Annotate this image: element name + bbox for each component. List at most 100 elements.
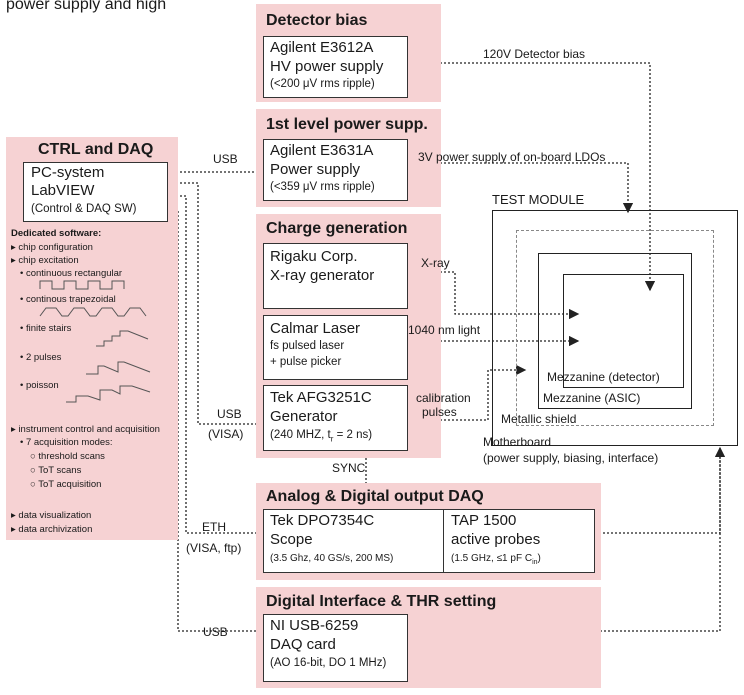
software-title: Dedicated software: xyxy=(11,228,102,239)
scope-spec-label: (3.5 Ghz, 40 GS/s, 200 MS) xyxy=(270,553,394,564)
trap-label: continous trapezoidal xyxy=(25,294,116,305)
rigaku-box xyxy=(263,243,408,309)
rect-label: continuous rectangular xyxy=(25,268,123,279)
power-supply-label: Power supply xyxy=(270,161,361,178)
xray-link-label: X-ray xyxy=(421,256,450,270)
labview-label: LabVIEW xyxy=(31,182,95,199)
software-item-archivization: ▸ data archivization xyxy=(11,524,93,535)
usb-label-2: USB xyxy=(217,407,242,421)
afg-spec-post: = 2 ns) xyxy=(333,429,373,441)
hv-supply-label: HV power supply xyxy=(270,58,384,75)
tot-scans-label: ToT scans xyxy=(38,465,82,476)
tek-afg-box xyxy=(263,385,408,451)
light-link-label: 1040 nm light xyxy=(408,323,481,337)
metallic-shield-rect xyxy=(516,230,714,426)
generator-label: Generator xyxy=(270,408,338,425)
modes-label: 7 acquisition modes: xyxy=(25,437,113,448)
calib-label-1: calibration xyxy=(416,391,471,405)
calib-label-2: pulses xyxy=(422,405,457,419)
ni-usb-box xyxy=(263,614,408,682)
metallic-shield-label: Metallic shield xyxy=(501,412,577,426)
tot-acq-label: ToT acquisition xyxy=(38,479,102,490)
usb-label-3: USB xyxy=(203,625,228,639)
test-module-title: TEST MODULE xyxy=(492,192,585,207)
software-item-poisson: • poisson xyxy=(20,380,59,391)
calmar-label: Calmar Laser xyxy=(270,320,361,337)
calmar-box xyxy=(263,315,408,380)
software-item-instrument: ▸ instrument control and acquisition xyxy=(11,424,160,435)
first-level-title: 1st level power supp. xyxy=(266,116,428,133)
ps-ripple-label: (<359 μV rms ripple) xyxy=(270,181,375,193)
daq-scope-box xyxy=(263,509,595,573)
control-daq-sw-label: (Control & DAQ SW) xyxy=(31,203,137,215)
mezzanine-asic-label: Mezzanine (ASIC) xyxy=(543,391,641,405)
motherboard-label: Motherboard xyxy=(483,435,552,449)
pulses-wave-icon xyxy=(86,361,151,375)
pc-system-label: PC-system xyxy=(31,164,105,181)
digital-interface-title: Digital Interface & THR setting xyxy=(266,593,497,610)
xray-generator-label: X-ray generator xyxy=(270,267,375,284)
agilent-e3631a-label: Agilent E3631A xyxy=(270,142,374,159)
scope-label: Scope xyxy=(270,531,313,548)
daq-card-spec-label: (AO 16-bit, DO 1 MHz) xyxy=(270,657,387,669)
agilent-e3612a-label: Agilent E3612A xyxy=(270,39,374,56)
afg-spec-pre: (240 MHZ, t xyxy=(270,429,331,441)
threshold-label: threshold scans xyxy=(38,451,105,462)
poisson-label: poisson xyxy=(25,380,59,391)
trap-wave-icon xyxy=(39,307,147,317)
eth-label: ETH xyxy=(202,520,226,534)
afg-spec-label: (240 MHZ, tr = 2 ns) xyxy=(270,429,372,443)
mezzanine-detector-label: Mezzanine (detector) xyxy=(547,370,660,384)
software-item-chip-excitation: ▸ chip excitation xyxy=(11,255,79,266)
header-text: power supply and high xyxy=(6,0,167,13)
visualization-label: data visualization xyxy=(18,510,92,521)
probes-spec-label: (1.5 GHz, ≤1 pF Cin) xyxy=(451,553,541,567)
scope-model-label: Tek DPO7354C xyxy=(270,512,375,529)
mezzanine-asic-rect xyxy=(538,253,692,409)
visa-label: (VISA) xyxy=(208,427,244,441)
analog-digital-title: Analog & Digital output DAQ xyxy=(266,488,484,505)
software-item-chip-config: ▸ chip configuration xyxy=(11,242,93,253)
software-item-trap: • continous trapezoidal xyxy=(20,294,116,305)
stairs-label: finite stairs xyxy=(25,323,72,334)
motherboard-desc-label: (power supply, biasing, interface) xyxy=(483,451,659,465)
rigaku-label: Rigaku Corp. xyxy=(270,248,358,265)
tek-afg-label: Tek AFG3251C xyxy=(270,389,372,406)
software-item-tot-acq: ○ ToT acquisition xyxy=(30,479,102,490)
software-item-pulses: • 2 pulses xyxy=(20,352,62,363)
probes-spec-sub: in xyxy=(532,559,538,566)
instrument-label: instrument control and acquisition xyxy=(18,424,160,435)
afg-spec-sub: r xyxy=(330,434,334,444)
chip-config-label: chip configuration xyxy=(18,242,93,253)
probes-spec-pre: (1.5 GHz, ≤1 pF C xyxy=(451,553,533,564)
tap-model-label: TAP 1500 xyxy=(451,512,517,529)
detector-bias-title: Detector bias xyxy=(266,12,368,29)
mezzanine-detector-rect xyxy=(563,274,684,388)
poisson-wave-icon xyxy=(66,385,151,403)
bias-link-label: 120V Detector bias xyxy=(483,47,586,61)
fs-laser-label: fs pulsed laser xyxy=(270,340,345,352)
archivization-label: data archivization xyxy=(18,524,93,535)
visa-ftp-label: (VISA, ftp) xyxy=(186,541,242,555)
ldo-link-label: 3V power supply of on-board LDOs xyxy=(418,150,606,164)
sync-label: SYNC xyxy=(332,461,366,475)
daq-card-label: DAQ card xyxy=(270,636,336,653)
software-item-stairs: • finite stairs xyxy=(20,323,72,334)
software-item-threshold: ○ threshold scans xyxy=(30,451,105,462)
usb-label-1: USB xyxy=(213,152,238,166)
agilent-e3612a-box xyxy=(263,36,408,98)
scope-probe-divider xyxy=(443,509,444,573)
software-item-modes: • 7 acquisition modes: xyxy=(20,437,113,448)
pulse-picker-label: + pulse picker xyxy=(270,356,342,368)
chip-excitation-label: chip excitation xyxy=(18,255,79,266)
active-probes-label: active probes xyxy=(451,531,541,548)
agilent-e3631a-box xyxy=(263,139,408,201)
probes-spec-post: ) xyxy=(537,553,541,564)
rect-wave-icon xyxy=(39,280,125,290)
ni-usb-label: NI USB-6259 xyxy=(270,617,359,634)
pc-system-box xyxy=(23,162,168,222)
software-item-rect: • continuous rectangular xyxy=(20,268,123,279)
motherboard-rect xyxy=(492,210,738,446)
software-item-tot-scans: ○ ToT scans xyxy=(30,465,82,476)
ctrl-daq-title: CTRL and DAQ xyxy=(38,141,154,158)
